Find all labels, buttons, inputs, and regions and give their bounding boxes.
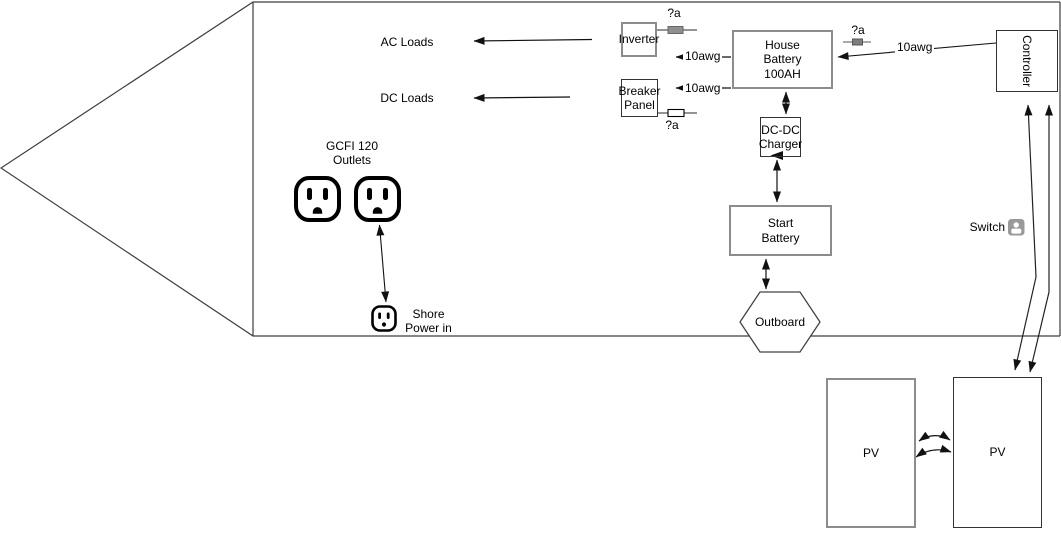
boat-hull-outline xyxy=(0,1,1061,337)
outboard-hexagon xyxy=(739,291,821,353)
node-pv-left: PV xyxy=(826,378,916,528)
node-pv-right: PV xyxy=(953,377,1042,528)
dcdc-edge-arrowhead xyxy=(770,151,783,160)
node-start-battery: Start Battery xyxy=(729,205,832,256)
power-outlet-icon xyxy=(354,176,401,222)
wire-pv-to-pv-2 xyxy=(915,444,952,458)
node-house-battery: House Battery 100AH xyxy=(732,30,833,89)
wire-inverter-to-ac-loads xyxy=(473,36,593,45)
wire-gauge-house-inverter: 10awg xyxy=(683,49,723,64)
rocker-switch-icon xyxy=(1008,219,1025,236)
gcfi-outlets-label: GCFI 120 Outlets xyxy=(325,139,379,168)
node-breaker-panel: Breaker Panel xyxy=(618,79,661,117)
power-outlet-icon xyxy=(294,176,341,222)
switch-label: Switch xyxy=(969,220,1005,234)
fuse-breaker-icon xyxy=(658,108,697,118)
node-outboard-label: Outboard xyxy=(754,315,806,329)
fuse-rating-breaker: ?a xyxy=(665,118,679,132)
node-inverter: Inverter xyxy=(619,22,659,57)
shore-power-label: Shore Power in xyxy=(405,307,452,336)
fuse-rating-inverter: ?a xyxy=(667,6,681,20)
controller-label: Controller xyxy=(1020,34,1035,88)
fuse-rating-controller: ?a xyxy=(851,23,865,37)
node-controller: Controller xyxy=(996,30,1058,92)
wire-gauge-house-breaker: 10awg xyxy=(683,81,723,96)
ac-loads-label: AC Loads xyxy=(380,35,434,49)
wire-gauge-controller-house: 10awg xyxy=(895,40,935,55)
wire-shore-to-outlet xyxy=(376,224,390,303)
shore-power-outlet-icon xyxy=(371,305,397,332)
wire-pv-to-controller-2 xyxy=(1028,104,1053,373)
wire-pv-to-controller-1 xyxy=(1013,104,1037,371)
dc-loads-label: DC Loads xyxy=(380,91,434,105)
fuse-controller-icon xyxy=(843,38,871,46)
node-dcdc-charger: DC-DC Charger xyxy=(759,117,802,157)
wire-breaker-to-dc-loads xyxy=(473,93,571,102)
fuse-inverter-icon xyxy=(657,26,697,34)
wire-pv-to-pv-1 xyxy=(918,430,951,442)
